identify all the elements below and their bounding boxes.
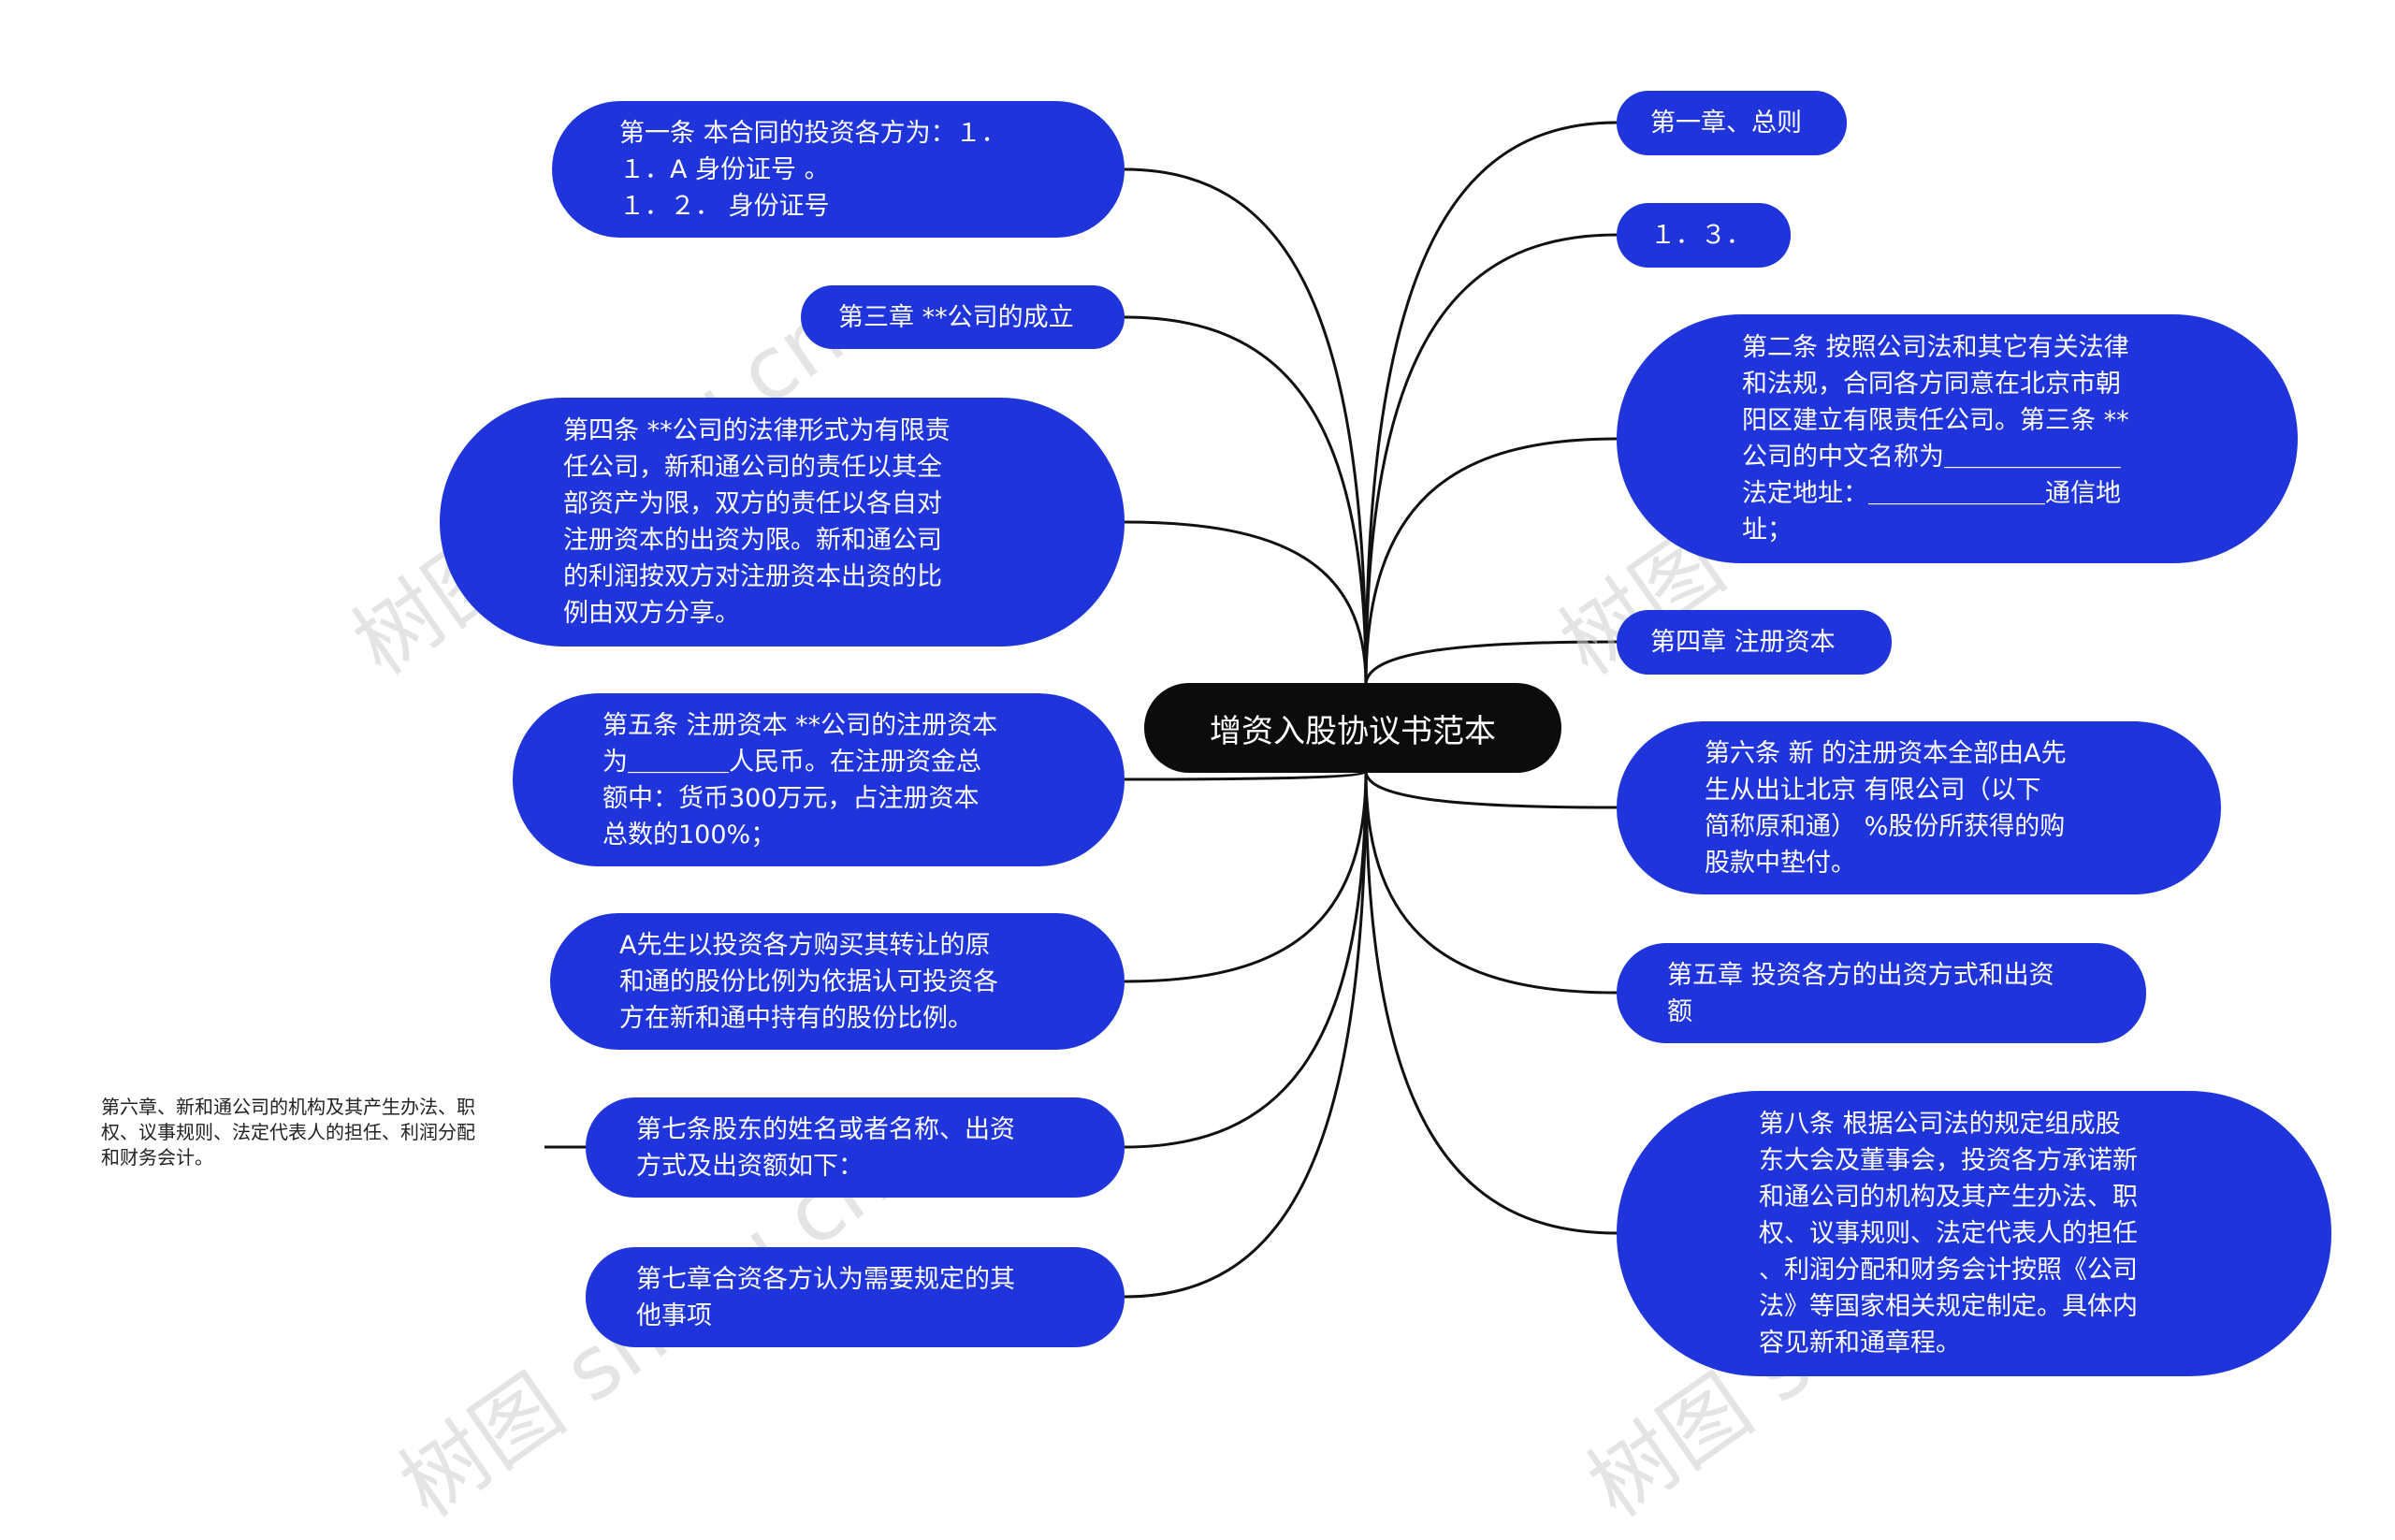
topic-text: 第七章合资各方认为需要规定的其 他事项 — [636, 1264, 1015, 1330]
sub-topic-text[interactable]: 第六章、新和通公司的机构及其产生办法、职 权、议事规则、法定代表人的担任、利润分… — [101, 1096, 475, 1169]
topic-text: 第一条 本合同的投资各方为：１． １．A 身份证号 。 １．２． 身份证号 — [619, 118, 1007, 221]
topic-node[interactable]: 第七条股东的姓名或者名称、出资 方式及出资额如下： — [586, 1097, 1125, 1198]
topic-node[interactable]: 第四章 注册资本 — [1617, 610, 1892, 675]
topic-text: 第一章、总则 — [1650, 109, 1802, 138]
connector-line — [1124, 315, 1368, 686]
topic-node[interactable]: １．３． — [1617, 203, 1791, 268]
topic-text: 第五章 投资各方的出资方式和出资 额 — [1667, 960, 2054, 1026]
connector-line — [1364, 437, 1618, 686]
connector-line — [1364, 640, 1618, 686]
topic-text: A先生以投资各方购买其转让的原 和通的股份比例为依据认可投资各 方在新和通中持有… — [619, 930, 998, 1033]
topic-node[interactable]: 第八条 根据公司法的规定组成股 东大会及董事会，投资各方承诺新 和通公司的机构及… — [1617, 1091, 2331, 1376]
topic-text: １．３． — [1650, 221, 1751, 250]
topic-text: 第四条 **公司的法律形式为有限责 任公司，新和通公司的责任以其全 部资产为限，… — [563, 416, 951, 628]
connector-line — [1124, 769, 1368, 781]
topic-node[interactable]: 第七章合资各方认为需要规定的其 他事项 — [586, 1247, 1125, 1347]
topic-text: 第六条 新 的注册资本全部由A先 生从出让北京 有限公司（以下 简称原和通） %… — [1705, 738, 2067, 878]
connector-line — [1124, 167, 1368, 686]
topic-node[interactable]: 第一条 本合同的投资各方为：１． １．A 身份证号 。 １．２． 身份证号 — [552, 101, 1125, 238]
connector-line — [1364, 770, 1618, 995]
topic-node[interactable]: 第四条 **公司的法律形式为有限责 任公司，新和通公司的责任以其全 部资产为限，… — [440, 398, 1125, 647]
connector-line — [1364, 770, 1618, 1235]
topic-node[interactable]: 第三章 **公司的成立 — [801, 285, 1125, 349]
topic-node[interactable]: 第五条 注册资本 **公司的注册资本 为＿＿＿＿人民币。在注册资金总 额中：货币… — [513, 693, 1125, 866]
topic-text: 第四章 注册资本 — [1650, 628, 1836, 657]
topic-node[interactable]: 第五章 投资各方的出资方式和出资 额 — [1617, 943, 2146, 1043]
topic-node[interactable]: 第二条 按照公司法和其它有关法律 和法规，合同各方同意在北京市朝 阳区建立有限责… — [1617, 314, 2298, 563]
connector-line — [1124, 770, 1368, 983]
root-topic[interactable]: 增资入股协议书范本 — [1144, 683, 1561, 773]
connector-line — [1364, 121, 1618, 686]
topic-node[interactable]: 第一章、总则 — [1617, 91, 1847, 155]
topic-text: 第二条 按照公司法和其它有关法律 和法规，合同各方同意在北京市朝 阳区建立有限责… — [1742, 333, 2129, 545]
topic-text: 第七条股东的姓名或者名称、出资 方式及出资额如下： — [636, 1114, 1015, 1181]
connector-line — [1124, 770, 1368, 1149]
root-topic-label: 增资入股协议书范本 — [1210, 712, 1496, 750]
topic-text: 第三章 **公司的成立 — [838, 302, 1074, 332]
connector-line — [1124, 770, 1368, 1299]
connector-line — [1364, 770, 1618, 809]
topic-text: 第八条 根据公司法的规定组成股 东大会及董事会，投资各方承诺新 和通公司的机构及… — [1759, 1110, 2138, 1358]
connector-line — [1124, 520, 1368, 686]
connector-lines — [544, 121, 1618, 1299]
connector-line — [1364, 233, 1618, 686]
topic-node[interactable]: A先生以投资各方购买其转让的原 和通的股份比例为依据认可投资各 方在新和通中持有… — [550, 913, 1125, 1050]
topic-text: 第五条 注册资本 **公司的注册资本 为＿＿＿＿人民币。在注册资金总 额中：货币… — [602, 710, 998, 850]
topic-node[interactable]: 第六条 新 的注册资本全部由A先 生从出让北京 有限公司（以下 简称原和通） %… — [1617, 721, 2221, 894]
